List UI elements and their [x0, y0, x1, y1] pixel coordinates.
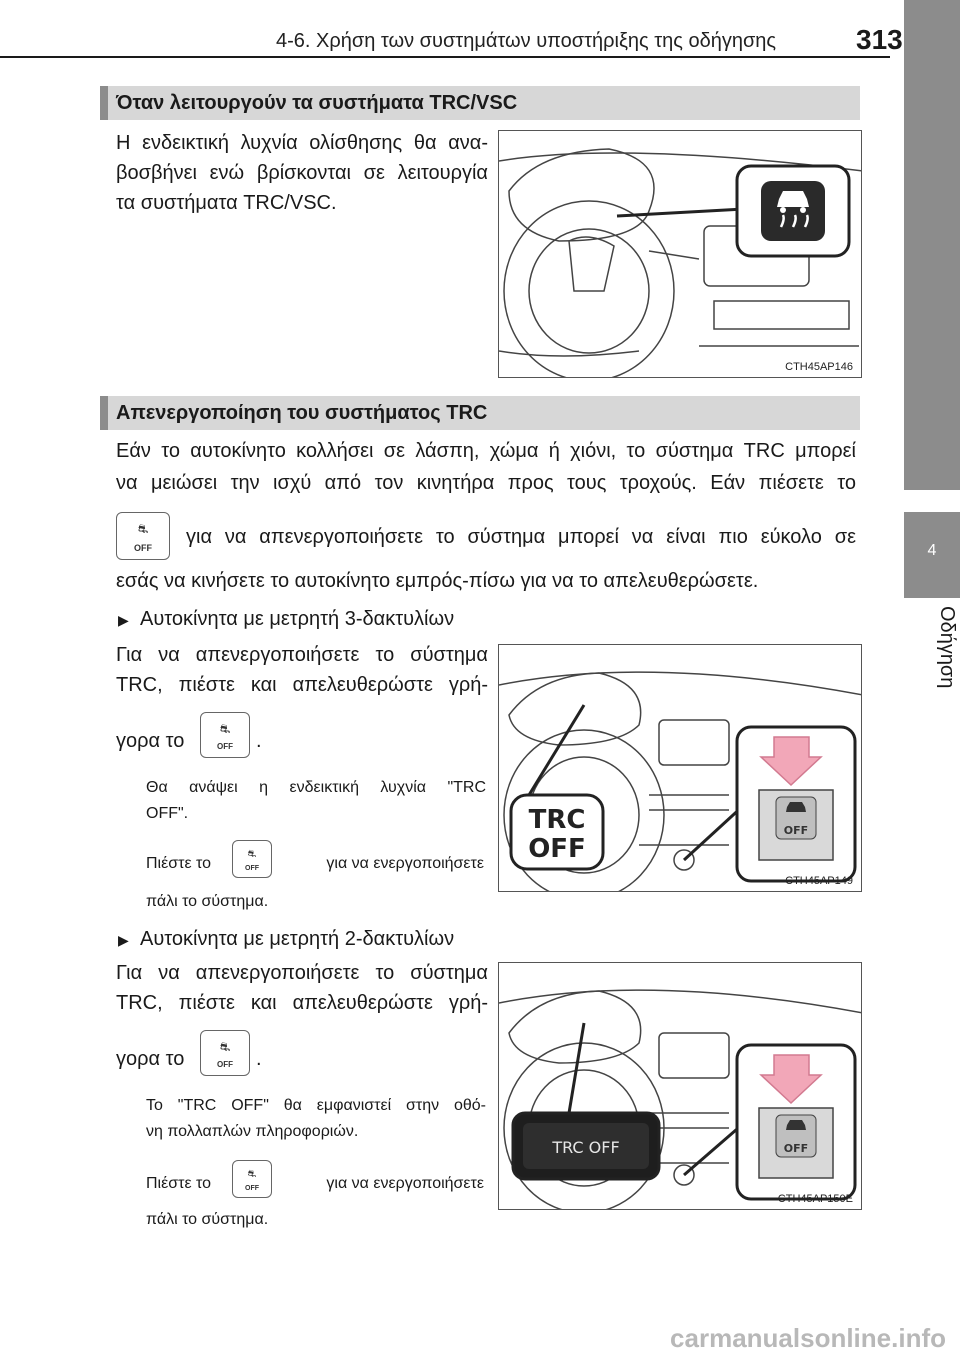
- car-slip-icon: ⛐: [247, 848, 257, 860]
- variant1-line-1: Για να απενεργοποιήσετε το σύστημα: [116, 644, 488, 666]
- car-slip-icon: ⛐: [219, 1039, 231, 1054]
- section1-paragraph: Η ενδεικτική λυχνία ολίσθησης θα ανα- βο…: [116, 128, 488, 218]
- intro-line-4: εσάς να κινήσετε το αυτοκίνητο εμπρός-πί…: [116, 570, 759, 592]
- variant2-line-1: Για να απενεργοποιήσετε το σύστημα: [116, 962, 488, 984]
- switch-off-text: OFF: [784, 1142, 808, 1155]
- header-rule: [0, 56, 890, 58]
- figure-3-ring-meter: TRC OFF OFF CTH45AP149: [498, 644, 862, 892]
- variant1-line-3-end: .: [256, 730, 262, 752]
- bullet-arrow-icon: ▶: [118, 932, 129, 948]
- page-number: 313: [856, 24, 903, 55]
- switch-off-text: OFF: [217, 741, 233, 751]
- figure-code-3: CTH45AP150E: [777, 1193, 853, 1205]
- variant1-note2-line2: πάλι το σύστημα.: [146, 893, 269, 910]
- switch-off-text: OFF: [245, 1184, 259, 1192]
- section1-line-1: Η ενδεικτική λυχνία ολίσθησης θα ανα-: [116, 132, 488, 154]
- switch-off-text: OFF: [784, 824, 808, 837]
- trc-off-switch-icon: ⛐ OFF: [116, 512, 170, 560]
- switch-off-text: OFF: [245, 864, 259, 872]
- running-header: 4-6. Χρήση των συστημάτων υποστήριξης τη…: [276, 30, 777, 52]
- callout-trc: TRC: [529, 805, 586, 835]
- figure-slip-indicator: CTH45AP146: [498, 130, 862, 378]
- figure-2-ring-meter: TRC OFF OFF CTH45AP150E: [498, 962, 862, 1210]
- trc-off-switch-icon: ⛐ OFF: [232, 1160, 272, 1198]
- dashboard-illustration: [499, 148, 861, 377]
- variant1-line-3-start: γορα το: [116, 730, 185, 752]
- variant1-title: Αυτοκίνητα με μετρητή 3-δακτυλίων: [140, 608, 455, 630]
- trc-off-switch-icon: ⛐ OFF: [232, 840, 272, 878]
- section1-line-2: βοσβήνει ενώ βρίσκονται σε λειτουργία: [116, 162, 488, 184]
- intro-line-3: για να απενεργοποιήσετε το σύστημα μπορε…: [186, 526, 856, 548]
- variant2-note2-start: Πιέστε το: [146, 1175, 212, 1192]
- intro-line-1: Εάν το αυτοκίνητο κολλήσει σε λάσπη, χώμ…: [116, 440, 856, 462]
- dashboard-illustration: TRC OFF OFF: [499, 671, 861, 891]
- figure-code-2: CTH45AP149: [785, 875, 853, 887]
- variant2-line-3-start: γορα το: [116, 1048, 185, 1070]
- display-trc-off: TRC OFF: [551, 1138, 619, 1157]
- variant1-note1-line2: OFF".: [146, 805, 189, 822]
- variant2-note2-line2: πάλι το σύστημα.: [146, 1211, 269, 1228]
- variant1-line-2: TRC, πιέστε και απελευθερώστε γρή-: [116, 674, 488, 696]
- intro-line-2: να μειώσει την ισχύ από τον κινητήρα προ…: [116, 472, 856, 494]
- section-heading-trc-vsc: Όταν λειτουργούν τα συστήματα TRC/VSC: [100, 86, 860, 120]
- switch-off-text: OFF: [217, 1059, 233, 1069]
- chapter-label: Οδήγηση: [936, 606, 958, 689]
- car-slip-icon: ⛐: [219, 721, 231, 736]
- callout-off: OFF: [528, 834, 586, 864]
- side-tab-bar: [904, 0, 960, 490]
- trc-off-switch-icon: ⛐ OFF: [200, 1030, 250, 1076]
- trc-off-switch-icon: ⛐ OFF: [200, 712, 250, 758]
- variant1-note1-line1: Θα ανάψει η ενδεικτική λυχνία "TRC: [146, 779, 486, 796]
- variant2-note1-line1: Το "TRC OFF" θα εμφανιστεί στην οθό-: [146, 1097, 486, 1114]
- variant2-line-3-end: .: [256, 1048, 262, 1070]
- chapter-tab: [904, 512, 960, 598]
- variant2-title: Αυτοκίνητα με μετρητή 2-δακτυλίων: [140, 928, 455, 950]
- section-heading-trc-off: Απενεργοποίηση του συστήματος TRC: [100, 396, 860, 430]
- bullet-arrow-icon: ▶: [118, 612, 129, 628]
- variant2-line-2: TRC, πιέστε και απελευθερώστε γρή-: [116, 992, 488, 1014]
- variant2-note2-end: για να ενεργοποιήσετε: [326, 1175, 484, 1192]
- chapter-number: 4: [927, 542, 937, 559]
- variant1-note2-start: Πιέστε το: [146, 855, 212, 872]
- car-slip-icon: ⛐: [247, 1168, 257, 1180]
- variant1-note2-end: για να ενεργοποιήσετε: [326, 855, 484, 872]
- dashboard-illustration: TRC OFF OFF: [499, 989, 861, 1209]
- variant2-note1-line2: νη πολλαπλών πληροφοριών.: [146, 1123, 359, 1140]
- watermark: carmanualsonline.info: [670, 1323, 946, 1353]
- car-slip-icon: ⛐: [137, 522, 149, 537]
- switch-off-text: OFF: [134, 542, 152, 553]
- figure-code-1: CTH45AP146: [785, 361, 853, 373]
- section1-line-3: τα συστήματα TRC/VSC.: [116, 192, 337, 214]
